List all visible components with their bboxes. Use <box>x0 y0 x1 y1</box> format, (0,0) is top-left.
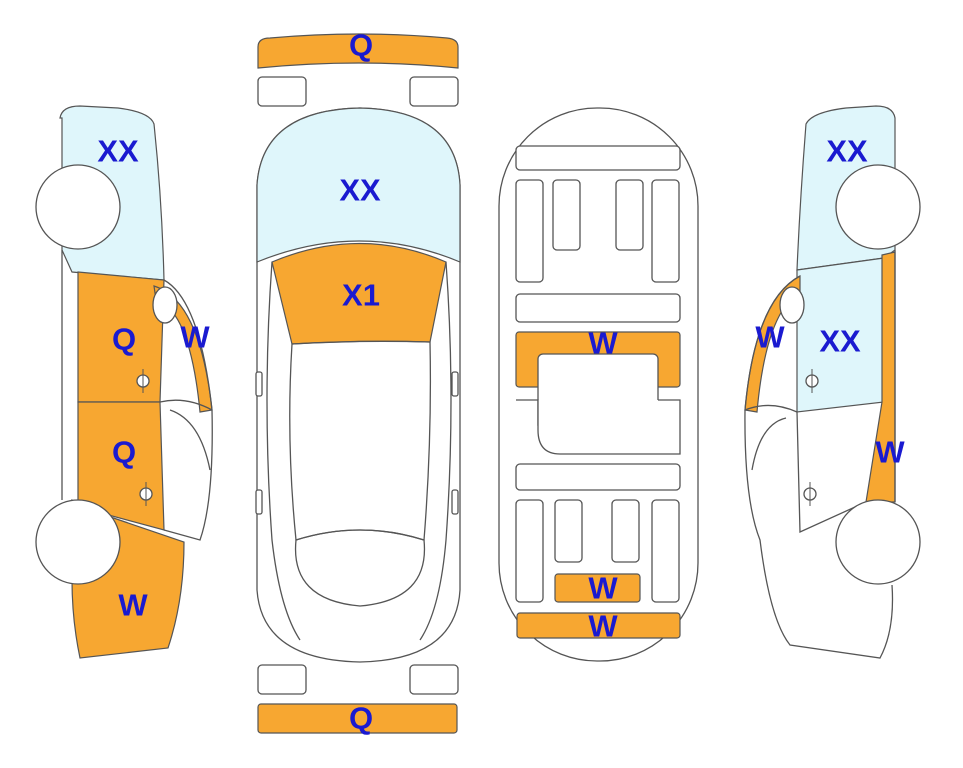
underside-view: W W W <box>498 107 699 662</box>
top-left-side-line <box>266 261 301 641</box>
underside-mid-bar <box>515 293 681 323</box>
underside-front-right-rail <box>651 179 680 283</box>
front-left-light <box>257 76 307 107</box>
underside-rear-left-rail <box>515 499 544 603</box>
underside-rear-right-inner <box>611 499 640 563</box>
label-right-front-fender: XX <box>826 134 868 169</box>
right-front-wheel <box>835 164 921 250</box>
label-floor-rear-panel: W <box>588 609 618 644</box>
label-floor-rear-small: W <box>588 571 618 606</box>
label-left-rear-door: Q <box>112 435 136 470</box>
rear-bumper-panel[interactable] <box>257 703 458 734</box>
right-side-outline <box>744 250 896 659</box>
top-right-side-line <box>419 261 452 641</box>
top-right-mirror <box>451 371 459 397</box>
label-windshield: XX <box>339 173 381 208</box>
underside-front-bar <box>515 145 681 171</box>
top-right-handle <box>451 489 459 515</box>
right-window-line <box>744 404 867 533</box>
underside-front-left-rail <box>515 179 544 283</box>
top-left-mirror <box>255 371 263 397</box>
floor-rear-panel[interactable] <box>516 612 681 639</box>
rear-right-light <box>409 664 459 695</box>
left-rear-wheel <box>35 499 121 585</box>
label-floor-crossmember: W <box>588 326 618 361</box>
floor-rear-small-panel[interactable] <box>554 573 641 603</box>
right-side-view: XX W XX W <box>744 105 921 659</box>
label-right-front-door: XX <box>819 324 861 359</box>
left-front-wheel <box>35 164 121 250</box>
underside-front-right-inner <box>615 179 644 251</box>
rear-left-light <box>257 664 307 695</box>
underside-rear-left-inner <box>554 499 583 563</box>
right-door-handle-front <box>805 369 819 393</box>
underside-front-left-inner <box>552 179 581 251</box>
top-view: Q XX X1 Q <box>255 28 461 736</box>
label-hood: X1 <box>342 278 380 313</box>
underside-rear-right-rail <box>651 499 680 603</box>
left-door-handle-rear <box>139 482 153 506</box>
front-glass-panel[interactable] <box>256 107 461 263</box>
label-left-rear-quarter: W <box>118 588 148 623</box>
front-bumper-panel[interactable] <box>257 33 459 69</box>
label-right-a-pillar: W <box>755 320 785 355</box>
left-door-handle-front <box>136 369 150 393</box>
underside-mid-left-block <box>516 399 681 455</box>
right-rear-wheel <box>835 499 921 585</box>
top-left-handle <box>255 489 263 515</box>
label-left-front-fender: XX <box>97 134 139 169</box>
right-door-handle-rear <box>803 482 817 506</box>
left-window-line <box>159 399 213 471</box>
label-left-front-door: Q <box>112 322 136 357</box>
left-mirror <box>152 286 178 324</box>
front-right-light <box>409 76 459 107</box>
label-right-rocker: W <box>875 435 905 470</box>
label-left-a-pillar: W <box>180 320 210 355</box>
right-mirror <box>779 286 805 324</box>
label-front-bumper: Q <box>349 28 373 63</box>
label-rear-bumper: Q <box>349 701 373 736</box>
underside-rear-bar <box>515 463 681 491</box>
left-side-view: XX Q W Q W <box>35 105 213 659</box>
top-rear-window <box>294 529 426 607</box>
